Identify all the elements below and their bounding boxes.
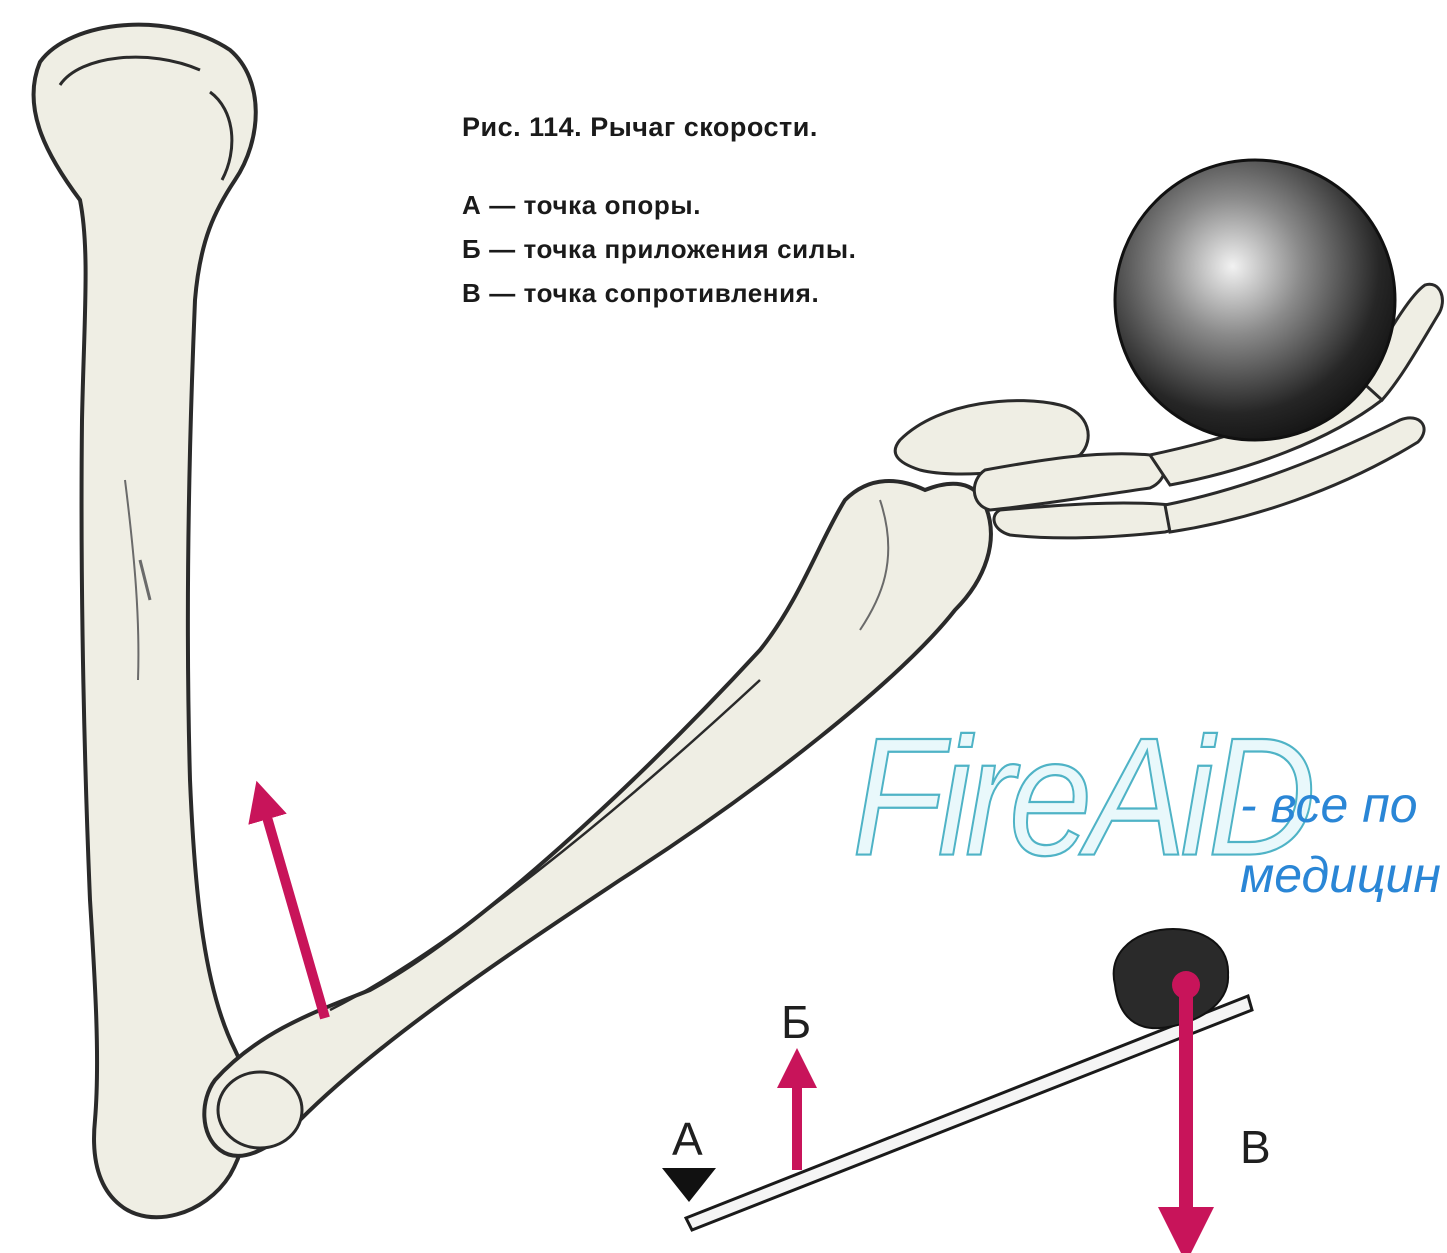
fulcrum-triangle xyxy=(662,1168,716,1202)
lever-beam xyxy=(686,996,1252,1230)
lever-schematic xyxy=(662,929,1252,1235)
label-force: Б xyxy=(781,995,811,1049)
muscle-force-arrow xyxy=(262,800,325,1018)
legend-item-resistance: В — точка сопротивления. xyxy=(462,271,856,315)
legend-item-fulcrum: А — точка опоры. xyxy=(462,183,856,227)
label-resistance: В xyxy=(1240,1120,1271,1174)
caption-title: Рис. 114. Рычаг скорости. xyxy=(462,112,856,143)
watermark-tagline-line1: - все по xyxy=(1240,770,1441,840)
watermark-tagline-line2: медицин xyxy=(1240,840,1441,910)
humerus-bone xyxy=(34,25,256,1218)
label-fulcrum: А xyxy=(672,1112,703,1166)
watermark-tagline: - все по медицин xyxy=(1240,770,1441,910)
legend-item-force: Б — точка приложения силы. xyxy=(462,227,856,271)
ball xyxy=(1115,160,1395,440)
figure-caption: Рис. 114. Рычаг скорости. А — точка опор… xyxy=(462,112,856,315)
